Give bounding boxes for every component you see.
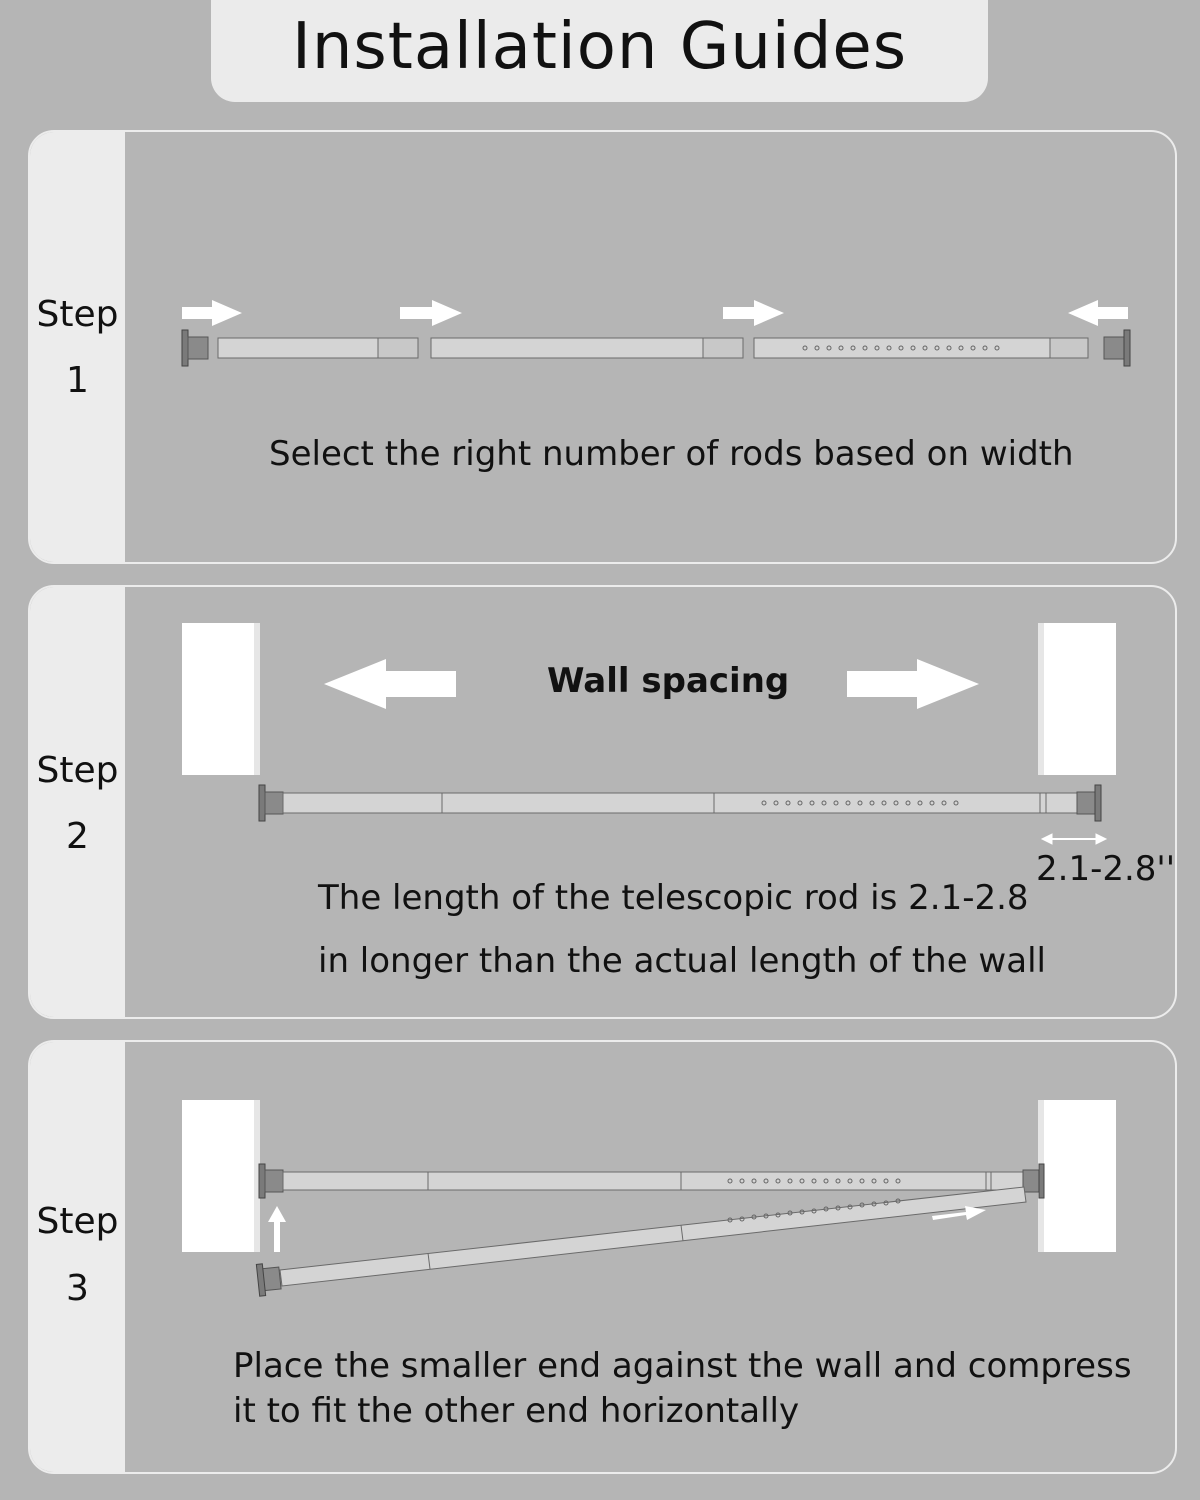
- adjustment-holes: [802, 345, 1000, 351]
- caption-line: Select the right number of rods based on…: [269, 434, 1074, 474]
- caption-line: in longer than the actual length of the …: [318, 941, 1046, 981]
- step-1-illustration: [181, 300, 1131, 367]
- rod-segment-3: [753, 337, 1089, 359]
- step-2-sidebar: [30, 587, 125, 1017]
- step-1-panel: Step 1: [28, 130, 1177, 564]
- dimension-label: 2.1-2.8'': [1036, 849, 1176, 889]
- rod-segment-1: [217, 337, 419, 359]
- step-3-caption: Place the smaller end against the wall a…: [233, 1344, 1132, 1434]
- double-arrow-icon: [1040, 833, 1108, 845]
- step-2-caption: The length of the telescopic rod is 2.1-…: [318, 867, 1046, 993]
- caption-line: The length of the telescopic rod is 2.1-…: [318, 878, 1029, 918]
- installed-rod: [258, 1163, 1045, 1199]
- right-wall: [1038, 623, 1116, 775]
- step-3-word: Step: [36, 1201, 119, 1242]
- step-2-illustration: [182, 623, 1116, 845]
- step-2-panel: Step 2: [28, 585, 1177, 1019]
- arrow-right-icon: [723, 300, 784, 326]
- arrow-right-icon: [182, 300, 242, 326]
- step-1-number: 1: [66, 360, 89, 401]
- adjustment-holes: [727, 1178, 901, 1184]
- rod-end-cap-left: [258, 784, 284, 822]
- arrow-left-icon: [1068, 300, 1128, 326]
- arrow-right-icon: [932, 1206, 986, 1220]
- step-1-sidebar: [30, 132, 125, 562]
- rod-end-cap-left: [181, 329, 209, 367]
- page-title: Installation Guides: [291, 10, 908, 84]
- arrow-up-icon: [268, 1206, 286, 1252]
- title-banner: Installation Guides: [211, 0, 988, 102]
- telescopic-rod: [282, 792, 1078, 814]
- step-2-word: Step: [36, 750, 119, 791]
- left-wall: [182, 623, 260, 775]
- step-3-illustration: [182, 1100, 1116, 1297]
- step-1-caption: Select the right number of rods based on…: [269, 423, 1074, 486]
- caption-line: it to fit the other end horizontally: [233, 1391, 800, 1431]
- arrow-right-icon: [400, 300, 462, 326]
- step-3-sidebar: [30, 1042, 125, 1472]
- adjustment-holes: [761, 800, 959, 806]
- adjustment-holes: [727, 1198, 901, 1223]
- caption-line: Place the smaller end against the wall a…: [233, 1346, 1132, 1386]
- step-1-word: Step: [36, 294, 119, 335]
- arrow-right-icon: [847, 659, 979, 709]
- step-2-number: 2: [66, 816, 89, 857]
- rod-segment-2: [430, 337, 744, 359]
- step-3-number: 3: [66, 1268, 89, 1309]
- tilted-rod: [255, 1186, 1027, 1297]
- arrow-left-icon: [324, 659, 456, 709]
- rod-end-cap-right: [1103, 329, 1131, 367]
- rod-end-cap-right: [1076, 784, 1102, 822]
- step-3-panel: Step 3: [28, 1040, 1177, 1474]
- right-wall: [1038, 1100, 1116, 1252]
- wall-spacing-label: Wall spacing: [547, 661, 790, 701]
- left-wall: [182, 1100, 260, 1252]
